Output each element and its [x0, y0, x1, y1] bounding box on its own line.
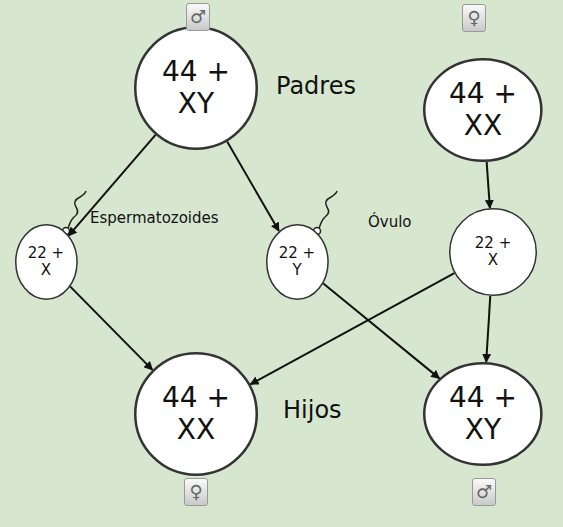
- chromosome-formula: 22 + X: [26, 245, 66, 280]
- chromosome-formula: 44 + XY: [443, 382, 523, 446]
- chromosome-formula: 22 + X: [473, 235, 513, 270]
- caption-label: Hijos: [283, 396, 342, 424]
- chromosome-cell: 22 + X: [449, 208, 537, 296]
- inheritance-arrow: [487, 162, 490, 208]
- chromosome-cell: 44 + XX: [134, 352, 258, 476]
- inheritance-arrow: [323, 283, 439, 378]
- sperm-tail: [68, 191, 86, 229]
- caption-label: Óvulo: [368, 213, 412, 231]
- caption-label: Padres: [276, 72, 356, 100]
- chromosome-cell: 44 + XY: [134, 26, 258, 150]
- sex-symbol: ♂: [186, 3, 210, 31]
- caption-label: Espermatozoides: [90, 209, 219, 227]
- sperm-tail: [319, 191, 337, 229]
- inheritance-arrow: [70, 286, 152, 369]
- chromosome-formula: 44 + XX: [443, 78, 523, 142]
- chromosome-cell: 44 + XX: [423, 58, 543, 162]
- inheritance-arrow: [227, 142, 279, 231]
- inheritance-arrow: [486, 296, 490, 362]
- chromosome-cell: 22 + X: [15, 224, 78, 300]
- sex-symbol: ♀: [184, 478, 208, 506]
- sex-symbol: ♀: [462, 4, 486, 32]
- chromosome-cell: 44 + XY: [423, 362, 543, 466]
- chromosome-formula: 44 + XX: [156, 382, 236, 446]
- chromosome-formula: 44 + XY: [156, 56, 236, 120]
- chromosome-cell: 22 + Y: [266, 224, 329, 300]
- sex-symbol: ♂: [472, 478, 496, 506]
- chromosome-formula: 22 + Y: [277, 245, 317, 280]
